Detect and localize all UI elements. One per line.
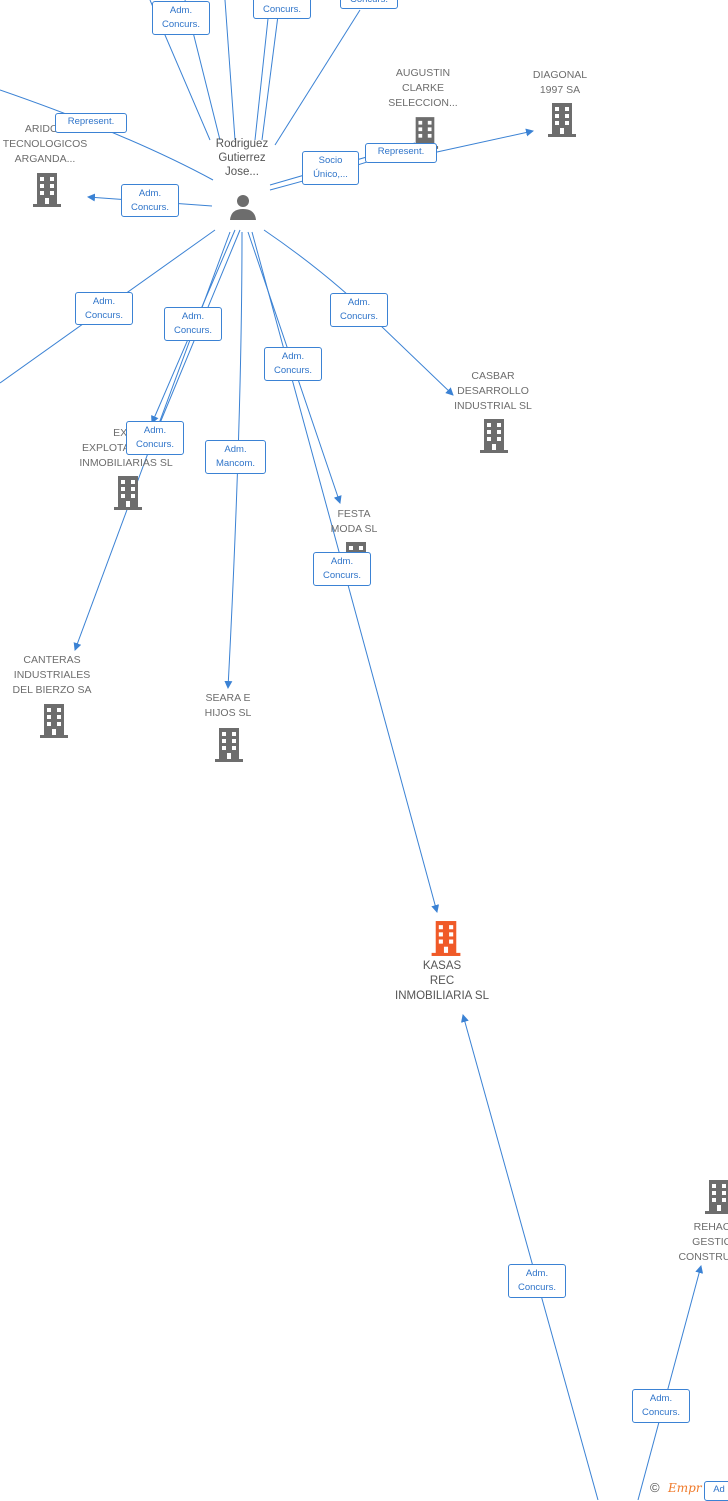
building-icon-seara[interactable]: [214, 727, 244, 763]
building-icon-casbar[interactable]: [479, 418, 509, 454]
person-label[interactable]: Rodriguez Gutierrez Jose...: [215, 138, 269, 178]
edge-augustin-diagonal: [436, 128, 534, 153]
company-label-augustin[interactable]: AUGUSTIN CLARKE SELECCION...: [388, 67, 458, 109]
relation-label[interactable]: Adm. Concurs.: [313, 552, 371, 586]
building-icon-kasas-focal[interactable]: [430, 920, 462, 957]
edge-top-4: [254, 0, 271, 141]
relation-label[interactable]: Adm. Concurs.: [253, 0, 311, 19]
building-icon-aridos[interactable]: [32, 172, 62, 208]
building-icon-diagonal[interactable]: [547, 102, 577, 138]
company-label-seara[interactable]: SEARA E HIJOS SL: [204, 692, 252, 719]
relation-label[interactable]: Adm. Concurs.: [121, 184, 179, 217]
relation-label[interactable]: Represent.: [55, 113, 127, 133]
edge-aridos-represent: [0, 89, 214, 181]
relation-label[interactable]: Adm. Mancom.: [205, 440, 266, 474]
edge-top-3: [224, 0, 236, 141]
relation-label[interactable]: Adm. Concurs.: [152, 1, 210, 35]
company-label-casbar[interactable]: CASBAR DESARROLLO INDUSTRIAL SL: [454, 370, 532, 412]
company-label-diagonal[interactable]: DIAGONAL 1997 SA: [532, 69, 588, 96]
edge-bottom-rehac: [637, 1265, 704, 1500]
copyright-symbol: ©: [650, 1480, 660, 1495]
person-icon[interactable]: [228, 192, 258, 222]
company-label-kasas[interactable]: KASAS REC INMOBILIARIA SL: [395, 960, 489, 1002]
relation-label[interactable]: Adm. Concurs.: [264, 347, 322, 381]
building-icon-canteras[interactable]: [39, 703, 69, 739]
relation-label[interactable]: Adm. Concurs.: [75, 292, 133, 325]
relation-label[interactable]: Represent.: [365, 143, 437, 163]
relation-label[interactable]: Adm. Concurs.: [164, 307, 222, 341]
relation-label[interactable]: Adm. Concurs.: [508, 1264, 566, 1298]
edge-top-5: [261, 0, 281, 141]
relation-label[interactable]: Socio Único,...: [302, 151, 359, 185]
relation-label[interactable]: Adm. Concurs.: [126, 421, 184, 455]
company-label-canteras[interactable]: CANTERAS INDUSTRIALES DEL BIERZO SA: [12, 654, 92, 696]
relation-label[interactable]: Adm. Concurs.: [330, 293, 388, 327]
building-icon-exim[interactable]: [113, 475, 143, 511]
edge-bottom-kasas: [461, 1014, 599, 1500]
company-label-rehac[interactable]: REHAC GESTIO CONSTRUCC: [678, 1221, 728, 1263]
company-label-aridos[interactable]: ARIDOS TECNOLOGICOS ARGANDA...: [2, 123, 88, 165]
building-icon-rehac[interactable]: [704, 1179, 728, 1215]
relation-label[interactable]: Adm. Concurs.: [632, 1389, 690, 1423]
company-label-festa[interactable]: FESTA MODA SL: [330, 508, 378, 535]
relation-label[interactable]: Adm. Concurs.: [340, 0, 398, 9]
relation-label[interactable]: Ad: [704, 1481, 728, 1501]
edge-top-6: [274, 9, 361, 146]
brand-logo: Empr: [668, 1481, 702, 1495]
